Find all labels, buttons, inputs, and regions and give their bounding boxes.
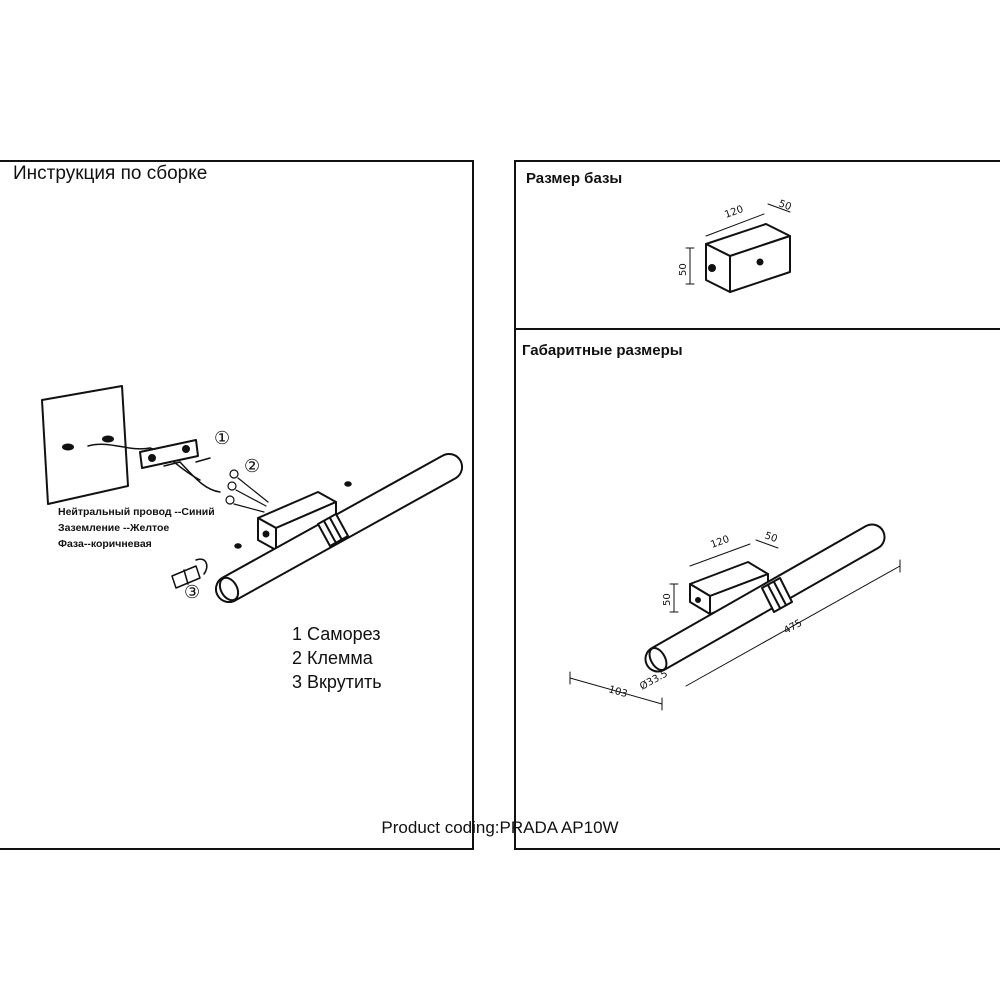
overall-base-length-label: 120 xyxy=(709,534,731,551)
mounting-bracket xyxy=(139,439,199,469)
product-coding: Product coding:PRADA AP10W xyxy=(381,818,619,837)
overall-dimensions-title: Габаритные размеры xyxy=(522,342,683,359)
terminal-block xyxy=(225,469,269,513)
callout-1: ① xyxy=(214,428,230,449)
ground-wire-label: Заземление --Желтое xyxy=(58,522,170,534)
callout-3: ③ xyxy=(184,582,200,603)
step-3-screw-in: 3 Вкрутить xyxy=(292,672,382,692)
callout-2: ② xyxy=(244,456,260,477)
neutral-wire-label: Нейтральный провод --Синий xyxy=(58,506,215,518)
total-length-label: 475 xyxy=(782,618,804,637)
overall-dim-lines xyxy=(569,539,901,711)
base-box-drawing xyxy=(685,203,791,293)
overall-base-height-label: 50 xyxy=(662,593,673,606)
screws xyxy=(163,457,352,549)
assembly-title: Инструкция по сборке xyxy=(13,163,208,184)
lamp-base xyxy=(257,491,337,551)
panel-divider xyxy=(514,328,1000,330)
lamp-tube xyxy=(215,453,463,603)
steps-legend: 1 Саморез 2 Клемма 3 Вкрутить xyxy=(292,622,382,694)
base-depth-label: 50 xyxy=(777,198,793,213)
screw-in-part xyxy=(171,558,208,589)
overall-base-depth-label: 50 xyxy=(763,530,779,545)
phase-wire-label: Фаза--коричневая xyxy=(58,538,152,550)
base-size-title: Размер базы xyxy=(526,170,623,187)
wall-plate xyxy=(41,385,129,505)
dimensions-panel xyxy=(514,160,1000,850)
overall-lamp-drawing xyxy=(644,523,886,673)
projection-label: 103 xyxy=(607,684,628,700)
step-2-terminal: 2 Клемма xyxy=(292,648,373,668)
assembly-panel xyxy=(0,160,474,850)
step-1-screw: 1 Саморез xyxy=(292,624,381,644)
base-length-label: 120 xyxy=(723,204,745,221)
base-height-label: 50 xyxy=(678,263,689,276)
